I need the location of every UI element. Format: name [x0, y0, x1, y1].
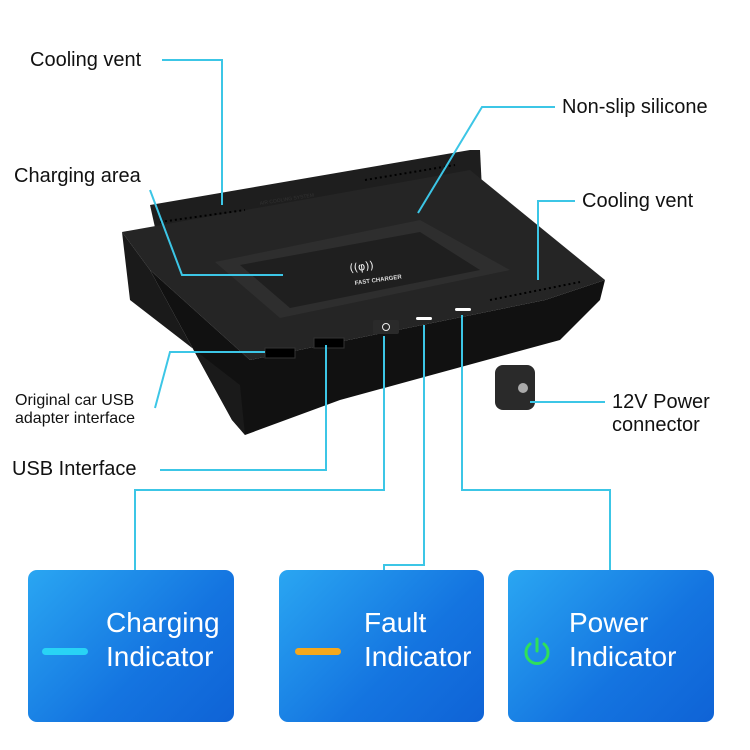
label-charging-area: Charging area — [14, 165, 141, 187]
label-original-usb-2: adapter interface — [15, 410, 136, 427]
charger-product: FAST CHARGER ((φ)) AIR COOLING SYSTEM — [122, 150, 605, 435]
card-title-2: Indicator — [569, 641, 677, 672]
card-title-1: Fault — [364, 607, 427, 638]
label-cooling-vent-right: Cooling vent — [582, 190, 694, 212]
card-title-1: Power — [569, 607, 649, 638]
label-original-usb-1: Original car USB — [15, 392, 135, 409]
label-12v-1: 12V Power — [612, 391, 710, 413]
fault-indicator-card: Fault Indicator — [279, 570, 484, 722]
svg-text:((φ)): ((φ)) — [349, 259, 375, 275]
label-non-slip-silicone: Non-slip silicone — [562, 96, 708, 118]
label-cooling-vent-left: Cooling vent — [30, 49, 142, 71]
charging-indicator-card: Charging Indicator — [28, 570, 234, 722]
card-title-1: Charging — [106, 607, 220, 638]
leader-lines — [134, 59, 611, 570]
power-icon — [524, 637, 550, 665]
label-usb-interface: USB Interface — [12, 458, 137, 480]
cyan-dash-icon — [42, 648, 88, 655]
card-title-2: Indicator — [364, 641, 472, 672]
card-title-2: Indicator — [106, 641, 214, 672]
orange-dash-icon — [295, 648, 341, 655]
power-indicator-card: Power Indicator — [508, 570, 714, 722]
label-12v-2: connector — [612, 414, 700, 436]
